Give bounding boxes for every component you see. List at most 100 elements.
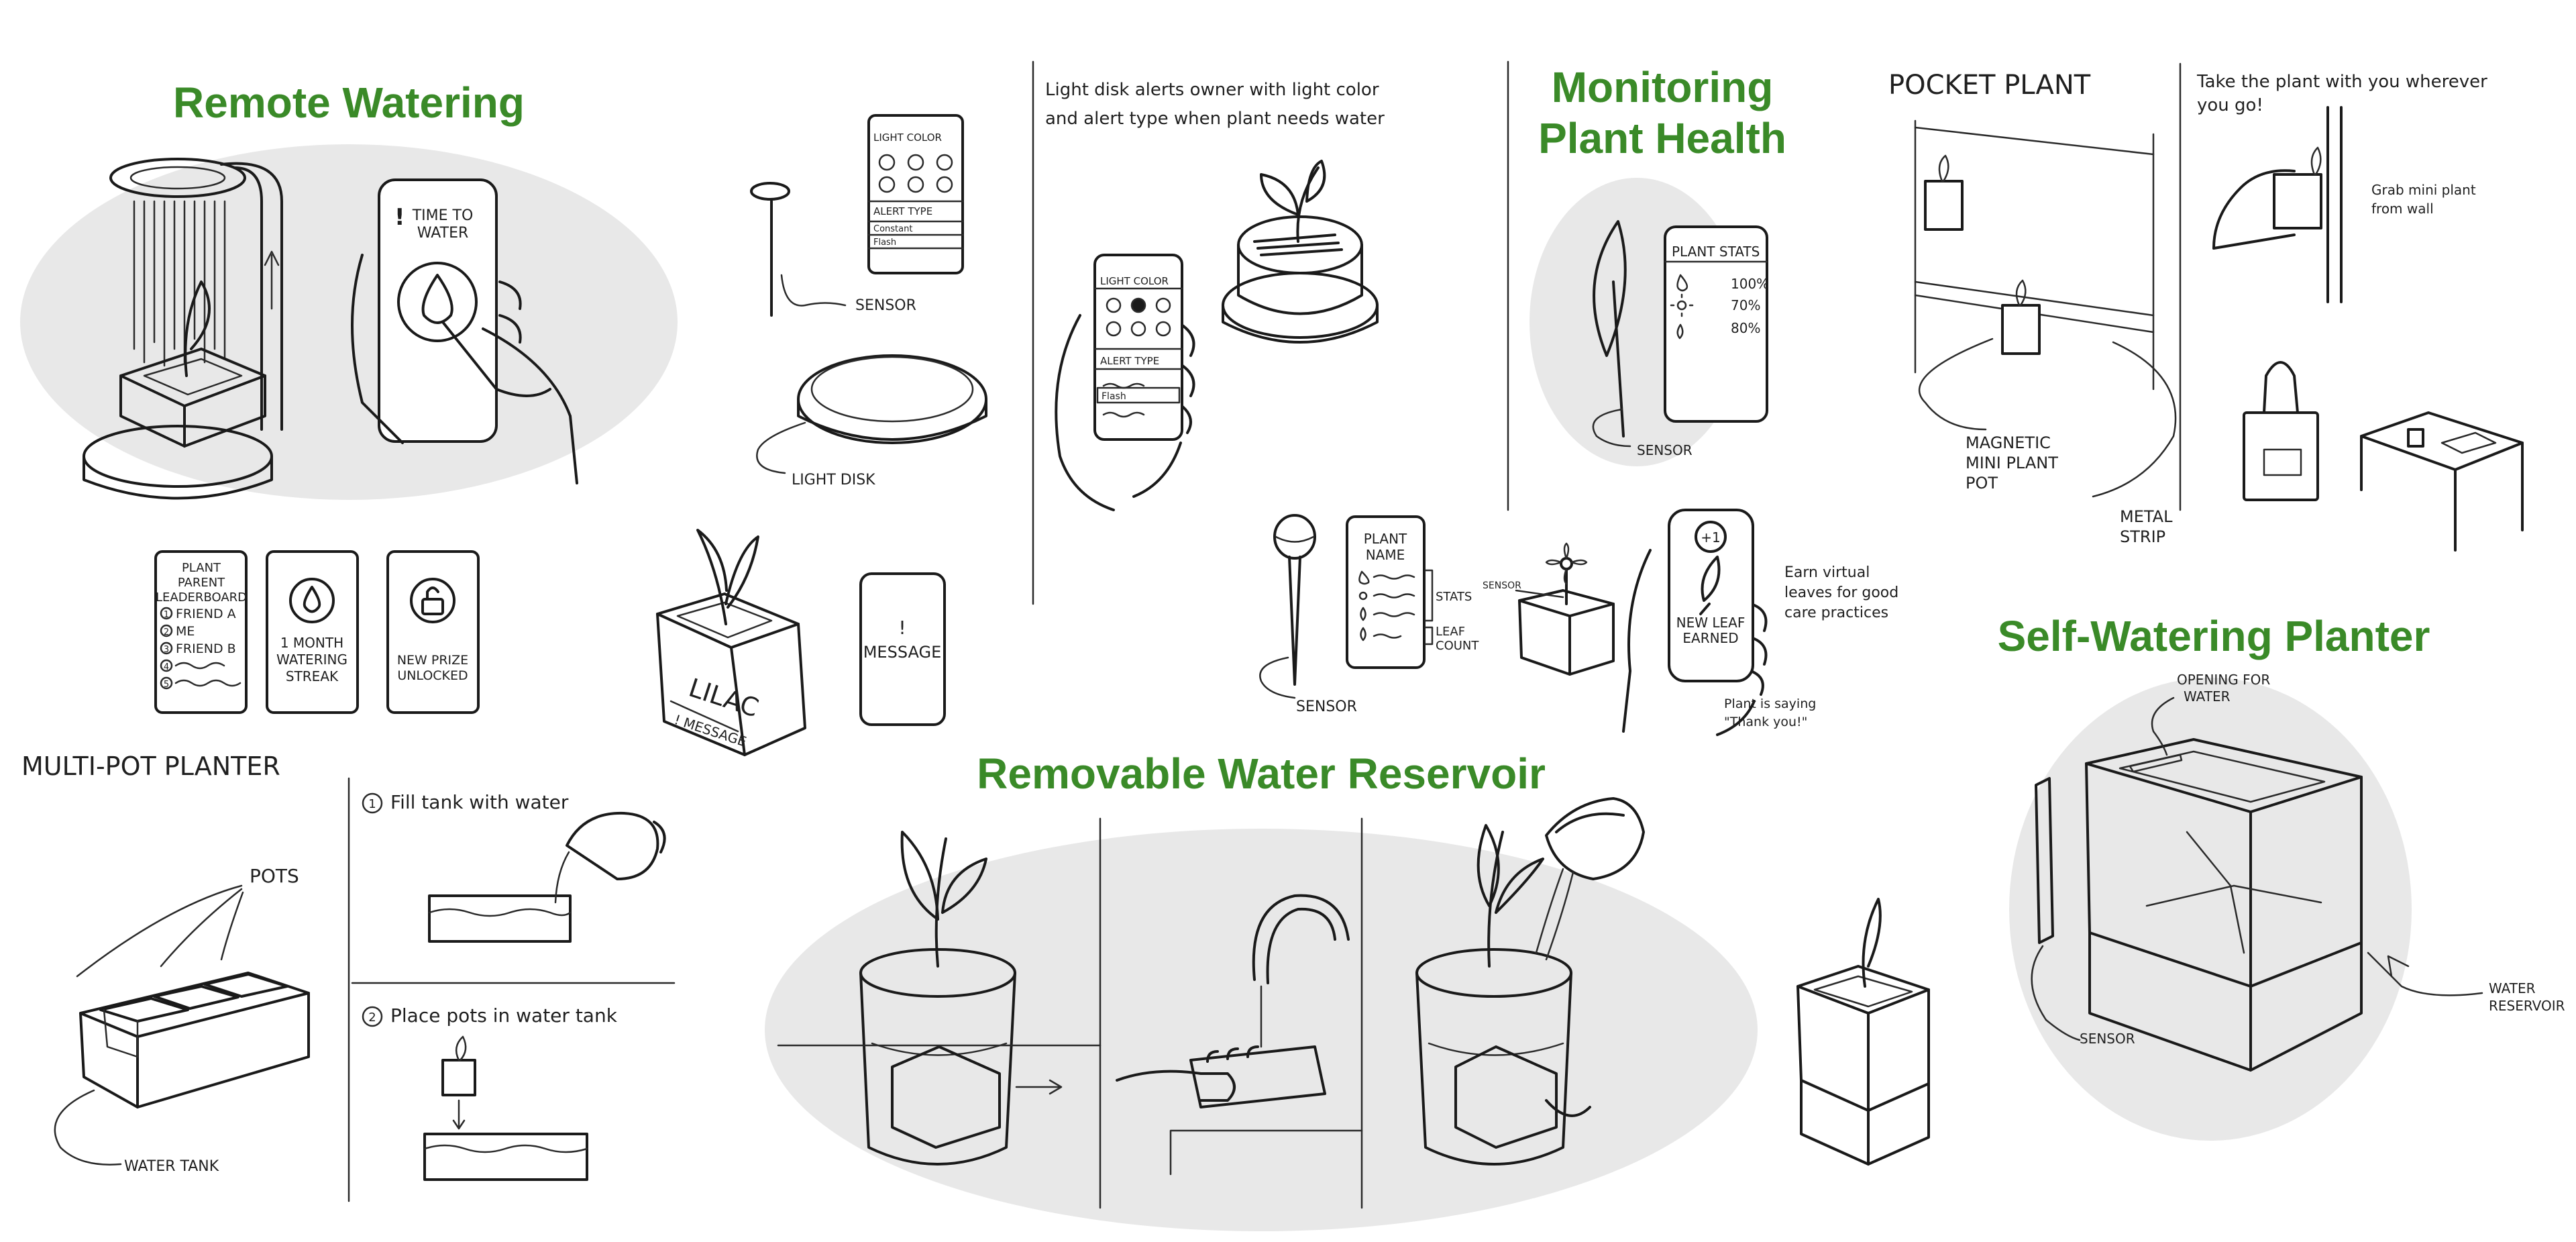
light-disk-with-plant: [1222, 160, 1379, 344]
heading-monitoring-line2: Plant Health: [1538, 114, 1786, 162]
step2-circle: [362, 1006, 383, 1027]
pots-label: POTS: [250, 865, 299, 887]
heading-monitoring-line1: Monitoring: [1552, 63, 1774, 111]
leaf-icon: [1360, 627, 1366, 641]
multi-pot-illustration: [54, 884, 310, 1166]
pocket-note-2: you go!: [2197, 95, 2263, 115]
rank-4: 4: [164, 662, 169, 672]
sun-icon: [1358, 591, 1368, 601]
message-card: [859, 572, 946, 726]
prize-line1: NEW PRIZE: [397, 653, 468, 668]
leaderboard-title-2: PARENT: [178, 576, 225, 590]
light-disk-note-1: Light disk alerts owner with light color: [1045, 80, 1379, 100]
self-sensor-label: SENSOR: [2080, 1031, 2135, 1047]
fill-tank-illustration: [428, 811, 666, 943]
phone-text-water: WATER: [417, 225, 469, 242]
streak-drop-circle: [289, 578, 335, 623]
phone-light-color-label: LIGHT COLOR: [1100, 275, 1169, 287]
reservoir-step1-pot: [777, 831, 1102, 1166]
magnetic-label-3: POT: [1966, 474, 1998, 493]
friend-a: FRIEND A: [176, 607, 236, 621]
phone-color-options: [1093, 287, 1183, 418]
sensor-stake-illustration: [750, 182, 847, 317]
flower-box-illustration: [1515, 542, 1615, 676]
rank-2: 2: [164, 627, 169, 637]
wall-with-metal-strip: [1914, 119, 2177, 498]
rank-5: 5: [164, 680, 169, 690]
alert-flash-option: Flash: [873, 238, 896, 248]
grab-plant-hand: [2212, 106, 2343, 303]
phone-flash-option: Flash: [1102, 391, 1126, 402]
magnetic-label-2: MINI PLANT: [1966, 454, 2058, 472]
earn-note-2: leaves for good: [1784, 584, 1898, 601]
lilac-box-name: LILAC: [686, 673, 763, 723]
light-settings-card: [867, 114, 964, 274]
small-planter-cube: [1796, 898, 1930, 1166]
heading-self-watering: Self-Watering Planter: [1998, 612, 2430, 660]
leaf-icon: [1676, 323, 1684, 340]
prize-card: [386, 550, 480, 714]
prize-circle: [410, 578, 455, 623]
alert-settings-phone: [1093, 254, 1183, 441]
light-color-label: LIGHT COLOR: [873, 132, 942, 144]
pocket-plant-title: POCKET PLANT: [1888, 70, 2091, 101]
step1-circle: [362, 792, 383, 814]
leaf-count-label-1: LEAF: [1436, 625, 1465, 639]
stat-light-value: 70%: [1731, 297, 1760, 313]
sun-icon: [1670, 293, 1694, 317]
rank-1: 1: [164, 610, 169, 620]
alert-constant-option: Constant: [873, 224, 912, 234]
metal-strip-label-2: STRIP: [2120, 527, 2165, 546]
remote-planter-illustration: [83, 158, 283, 500]
heading-remote-watering: Remote Watering: [173, 79, 525, 127]
message-card-alert: !: [898, 617, 906, 639]
step1-number: 1: [368, 797, 376, 811]
spike-sensor-label: SENSOR: [1296, 698, 1357, 715]
rank-3: 3: [164, 645, 169, 655]
plant-stats-phone: [1664, 225, 1768, 423]
metal-strip-label-1: METAL: [2120, 507, 2173, 526]
leaf-count-label-2: COUNT: [1436, 639, 1479, 653]
plant-name-lines: [1373, 569, 1434, 645]
light-disk-illustration: [756, 354, 987, 474]
streak-card: [266, 550, 359, 714]
thank-note-2: "Thank you!": [1724, 715, 1807, 729]
new-leaf-line1: NEW LEAF: [1676, 615, 1746, 631]
unlock-shackle: [426, 586, 439, 601]
reservoir-label-1: WATER: [2489, 980, 2536, 996]
reservoir-label-2: RESERVOIR: [2489, 998, 2565, 1014]
reservoir-step2-faucet: [1116, 894, 1363, 1176]
hand-holding-phone: [1055, 314, 1195, 511]
step2-number: 2: [368, 1011, 376, 1025]
plant-name-line1: PLANT: [1364, 531, 1407, 547]
plus-one-text: +1: [1701, 529, 1720, 546]
streak-line1: 1 MONTH: [280, 635, 343, 651]
water-drop-icon: [1676, 274, 1688, 292]
unlock-icon: [421, 598, 444, 615]
prize-line2: UNLOCKED: [397, 668, 468, 683]
leaderboard-rank-circles: [160, 607, 241, 690]
leaderboard-title-1: PLANT: [182, 561, 221, 575]
place-pot-illustration: [423, 1035, 588, 1181]
phone-alert-type-label: ALERT TYPE: [1100, 355, 1159, 367]
leaf-earned-phone: [1668, 509, 1754, 682]
lilac-box-illustration: [656, 529, 806, 756]
stat-water-value: 100%: [1731, 276, 1769, 292]
spike-sensor-illustration: [1259, 514, 1316, 699]
light-disk-note-2: and alert type when plant needs water: [1045, 109, 1385, 129]
plant-name-card: [1346, 515, 1426, 669]
message-card-text: MESSAGE: [863, 643, 942, 662]
magnetic-label-1: MAGNETIC: [1966, 433, 2051, 452]
streak-line3: STREAK: [286, 668, 339, 684]
heading-removable-reservoir: Removable Water Reservoir: [977, 749, 1546, 798]
stats-label: STATS: [1436, 590, 1472, 604]
water-tank-label: WATER TANK: [124, 1158, 219, 1175]
opening-label-1: OPENING FOR: [2177, 672, 2270, 688]
earn-note-1: Earn virtual: [1784, 564, 1870, 581]
light-disk-label: LIGHT DISK: [792, 472, 875, 488]
water-drop-icon: [1358, 570, 1370, 585]
leaf-with-sensor: [1592, 220, 1631, 448]
new-leaf-line2: EARNED: [1682, 630, 1738, 646]
alert-type-label: ALERT TYPE: [873, 205, 932, 217]
